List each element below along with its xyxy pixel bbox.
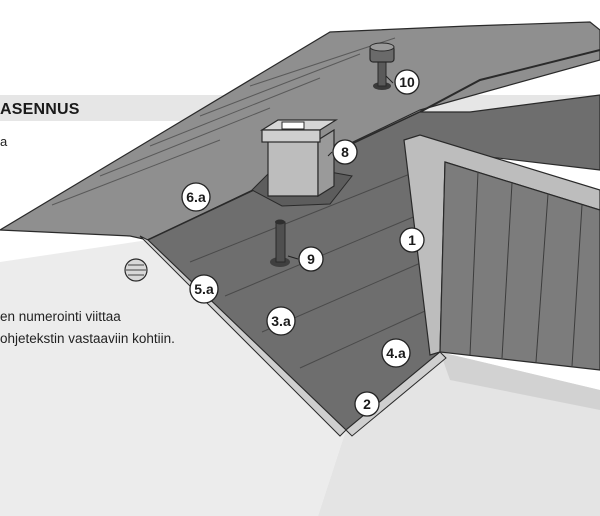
- caption-line-1: en numerointi viittaa: [0, 309, 121, 324]
- page-title: ASENNUS: [0, 101, 80, 118]
- vent-pipe: [270, 219, 290, 267]
- callout-1-circle: [399, 227, 425, 253]
- house-wall-left: [0, 240, 346, 516]
- callout-3a-label: 3.a: [271, 313, 291, 329]
- caption-line-2: ohjetekstin vastaaviin kohtiin.: [0, 331, 175, 346]
- callout-2-circle: [354, 391, 380, 417]
- callout-10-label: 10: [399, 74, 415, 90]
- house-wall-shadow: [440, 352, 600, 410]
- callout-9-label: 9: [307, 251, 315, 267]
- callout-3a-circle: [266, 306, 296, 336]
- callout-4a-circle: [381, 338, 411, 368]
- callout-6a-label: 6.a: [186, 189, 206, 205]
- dormer-face: [439, 161, 600, 371]
- callout-1-label: 1: [408, 232, 416, 248]
- callout-2-label: 2: [363, 396, 371, 412]
- callout-10-circle: [394, 69, 420, 95]
- gable-vent-slats: [126, 264, 146, 276]
- chimney: [251, 119, 353, 207]
- callout-5a-circle: [189, 274, 219, 304]
- callout-8-label: 8: [341, 144, 349, 160]
- page-subtitle: a: [0, 134, 8, 149]
- callout-9-circle: [298, 246, 324, 272]
- figure-caption: en numerointi viittaa ohjetekstin vastaa…: [0, 306, 175, 350]
- callout-8-circle: [332, 139, 358, 165]
- callout-5a-label: 5.a: [194, 281, 214, 297]
- dormer-planks: [469, 171, 583, 367]
- callout-6a-circle: [181, 182, 211, 212]
- callouts: 10 8 6.a 1 9 5.a 3.a 4.a 2: [181, 69, 425, 417]
- callout-4a-label: 4.a: [386, 345, 406, 361]
- roof-vent: [369, 42, 395, 90]
